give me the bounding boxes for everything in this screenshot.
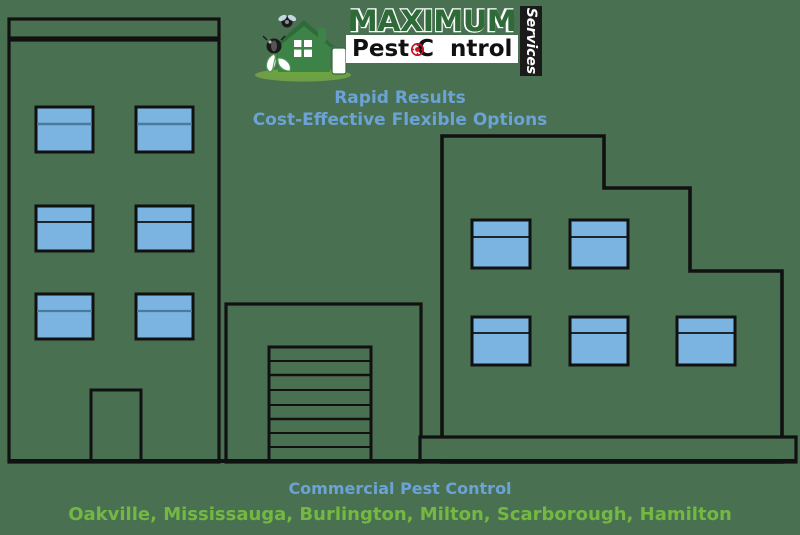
logo-services-plate: [520, 6, 542, 76]
window: [675, 315, 737, 367]
right-building-base-ledge: [418, 435, 798, 464]
window: [34, 204, 95, 253]
logo-maximum-outline: MAXIMUM: [348, 5, 516, 38]
right-building-windows: [470, 218, 737, 367]
window: [470, 218, 532, 270]
window: [134, 292, 195, 341]
window: [568, 315, 630, 367]
beetle-icon: [262, 35, 286, 54]
target-crosshair-icon: [411, 43, 424, 56]
tagline-rapid-results: Rapid Results: [334, 88, 466, 108]
logo-maximum-wordmark: MAXIMUM: [348, 5, 516, 38]
leaf-icon: [265, 53, 291, 73]
right-building-body: [440, 134, 784, 464]
logo-pest-control-plate: [346, 35, 518, 63]
window: [568, 218, 630, 270]
logo-pest-control-text: Pest C ntrol: [352, 36, 513, 62]
left-building-roof-band: [7, 17, 221, 40]
window: [134, 105, 195, 154]
house-icon: [273, 20, 347, 75]
company-logo[interactable]: MAXIMUM MAXIMUM Pest C ntrol Services: [248, 2, 558, 84]
window: [134, 204, 195, 253]
footer-service-title: Commercial Pest Control: [288, 479, 512, 498]
fly-icon: [278, 14, 297, 28]
logo-house-badge: [255, 6, 351, 82]
window: [34, 105, 95, 154]
window: [470, 315, 532, 367]
logo-services-text: Services: [523, 7, 539, 75]
left-building-door: [89, 388, 143, 464]
logo-maximum-text: MAXIMUM: [345, 6, 520, 36]
middle-building-garage-door: [267, 345, 373, 464]
tagline-cost-effective: Cost-Effective Flexible Options: [252, 110, 548, 130]
left-building-windows: [34, 105, 195, 341]
footer-cities-list: Oakville, Mississauga, Burlington, Milto…: [68, 504, 732, 525]
window: [34, 292, 95, 341]
